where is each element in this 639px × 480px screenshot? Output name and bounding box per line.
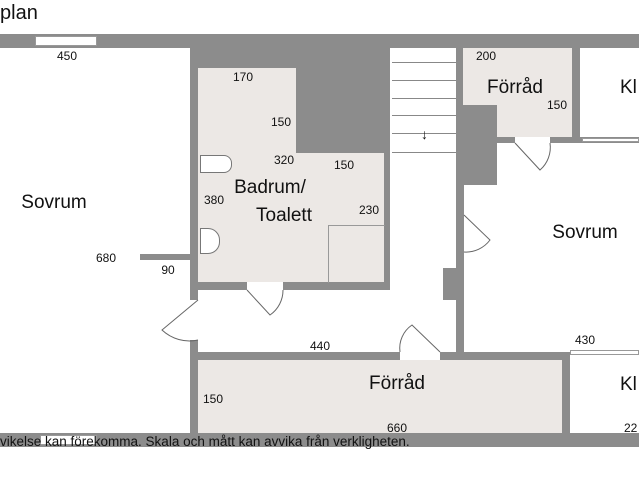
dimension: 200 <box>475 49 497 63</box>
pier <box>443 268 457 300</box>
toilet-icon <box>200 155 232 173</box>
storage-top <box>463 48 572 105</box>
door-swing <box>399 324 441 353</box>
sink-icon <box>200 228 220 254</box>
dimension: 440 <box>309 339 331 353</box>
room-label: Badrum/ <box>234 177 306 198</box>
dimension: 660 <box>386 421 408 435</box>
door-swing <box>514 142 551 171</box>
door-swing <box>246 289 284 316</box>
dimension: 230 <box>358 203 380 217</box>
dimension: 150 <box>546 98 568 112</box>
dimension: 450 <box>56 49 78 63</box>
stair-step <box>392 62 456 63</box>
wall <box>190 290 198 433</box>
room-label: Sovrum <box>552 222 618 243</box>
dimension: 90 <box>161 263 175 277</box>
disclaimer: vikelse kan förekomma. Skala och mått ka… <box>0 434 410 449</box>
wall-stub <box>140 254 198 260</box>
stair-step <box>392 115 456 116</box>
dimension: 320 <box>273 153 295 167</box>
shower <box>328 225 385 283</box>
dimension: 170 <box>232 70 254 84</box>
bathroom-area <box>198 153 384 282</box>
room-label: Toalett <box>256 205 312 226</box>
stair-step <box>392 98 456 99</box>
dimension: 150 <box>270 115 292 129</box>
wall <box>562 352 570 433</box>
dimension: 22 <box>624 421 638 435</box>
room-label: Kl <box>620 374 637 395</box>
plan-title: plan <box>0 2 38 24</box>
stair-step <box>392 80 456 81</box>
room-label: Förråd <box>369 373 425 394</box>
stair-step <box>392 152 456 153</box>
room-label: Förråd <box>487 77 543 98</box>
door[interactable] <box>515 137 550 143</box>
window <box>35 36 97 46</box>
stair-step <box>392 133 456 134</box>
window <box>40 435 97 445</box>
dimension: 150 <box>333 158 355 172</box>
door-swing <box>463 214 491 253</box>
chimney <box>460 100 497 185</box>
door[interactable] <box>400 352 440 360</box>
door-swing <box>161 299 199 342</box>
dimension: 430 <box>574 333 596 347</box>
wall <box>190 352 570 360</box>
dimension: 680 <box>95 251 117 265</box>
dimension: 150 <box>202 392 224 406</box>
storage-top <box>497 105 572 137</box>
arrow-down-icon: ↓ <box>421 126 428 142</box>
bottom-wall <box>0 433 639 447</box>
wall <box>497 137 639 143</box>
wall <box>572 48 580 140</box>
room-label: Sovrum <box>21 192 87 213</box>
door[interactable] <box>190 300 198 340</box>
dimension: 380 <box>203 193 225 207</box>
storage-bottom <box>198 360 562 433</box>
room-label: Kl <box>620 77 637 98</box>
door[interactable] <box>247 282 283 290</box>
stairs <box>390 48 456 153</box>
top-wall <box>0 34 639 48</box>
wall <box>456 48 464 352</box>
